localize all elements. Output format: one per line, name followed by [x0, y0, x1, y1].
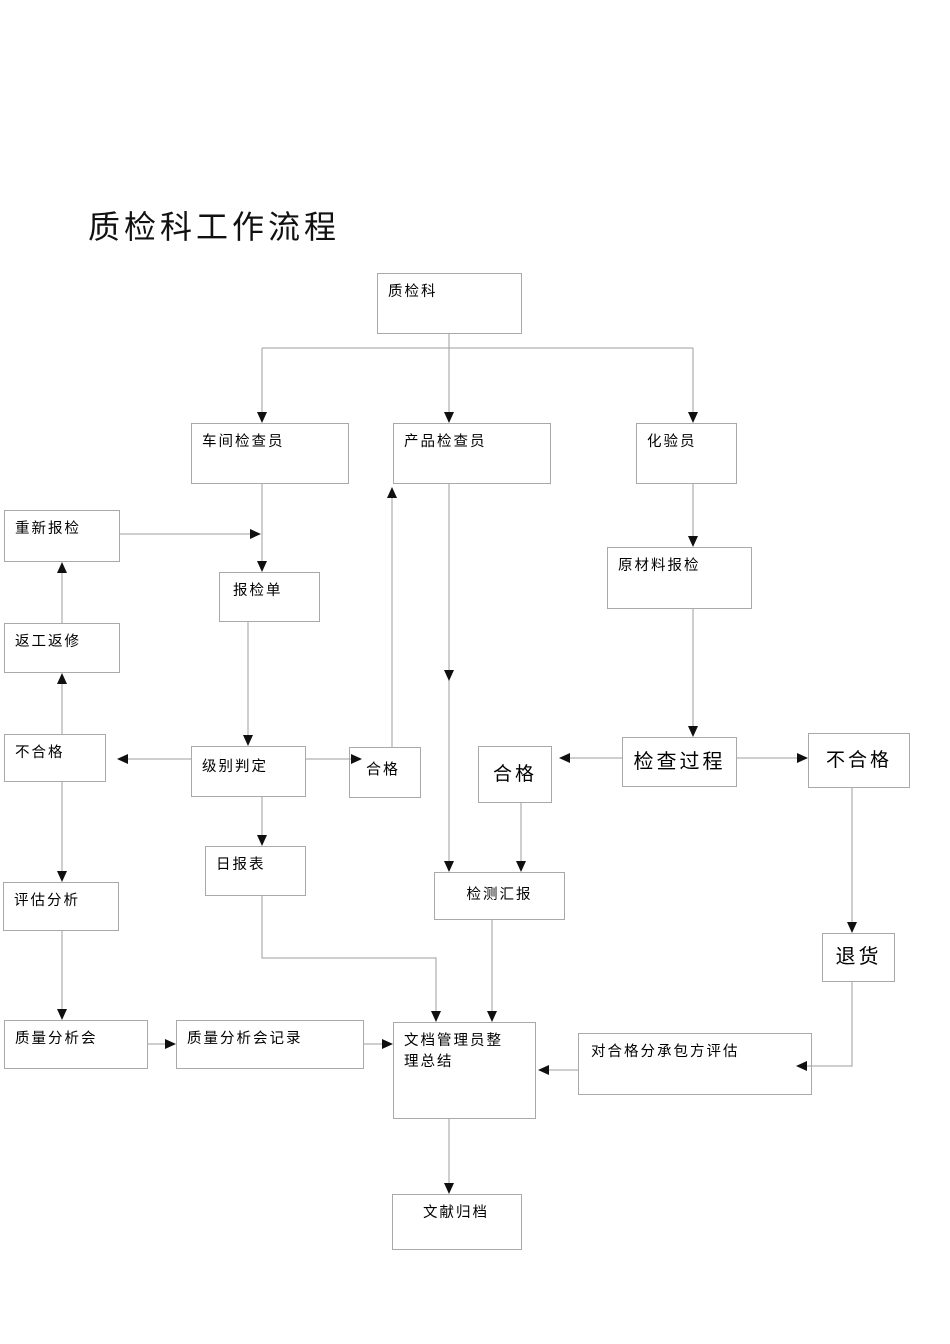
node-unqualified-left: 不合格 [4, 734, 106, 782]
node-raw-material-inspection: 原材料报检 [607, 547, 752, 609]
node-return-goods: 退货 [822, 933, 895, 982]
node-subcontractor-evaluation: 对合格分承包方评估 [578, 1033, 812, 1095]
node-re-inspection: 重新报检 [4, 510, 120, 562]
node-workshop-inspector: 车间检查员 [191, 423, 349, 484]
edge-quality-dept-to-workshop-inspector [257, 348, 267, 423]
edge-quality-dept-trunk [262, 334, 693, 349]
edge-raw-material-inspection-to-inspection-process [688, 609, 698, 737]
edge-inspection-process-to-unqualified-right [737, 753, 808, 763]
edge-lab-analyst-to-raw-material-inspection [688, 484, 698, 547]
page-title: 质检科工作流程 [88, 209, 341, 245]
node-grade-judgment: 级别判定 [191, 746, 306, 797]
node-quality-dept: 质检科 [377, 273, 522, 334]
edge-qualified-small-to-product-inspector [387, 487, 397, 747]
node-inspection-form: 报检单 [219, 572, 320, 622]
edge-rework-repair-to-re-inspection [57, 562, 67, 623]
edge-grade-judgment-to-daily-report [257, 797, 267, 846]
node-meeting-minutes: 质量分析会记录 [176, 1020, 364, 1069]
edge-grade-judgment-to-unqualified-left [117, 754, 191, 764]
node-evaluation-analysis: 评估分析 [3, 882, 119, 931]
edge-daily-report-to-document-admin-summary [261, 896, 441, 1022]
edge-quality-dept-to-product-inspector [444, 348, 454, 423]
node-test-report: 检测汇报 [434, 872, 565, 920]
edge-subcontractor-evaluation-to-document-admin-summary [538, 1065, 578, 1075]
node-product-inspector: 产品检查员 [393, 423, 551, 484]
node-unqualified-right: 不合格 [808, 733, 910, 788]
edge-product-inspector-to-test-report [444, 484, 454, 872]
edge-workshop-inspector-to-inspection-form [257, 484, 267, 572]
node-qualified-large: 合格 [478, 746, 552, 803]
edge-quality-dept-to-lab-analyst [688, 348, 698, 423]
edge-qualified-large-to-test-report [516, 803, 526, 872]
edge-unqualified-right-to-return-goods [847, 788, 857, 933]
edge-test-report-to-document-admin-summary [487, 920, 497, 1022]
node-rework-repair: 返工返修 [4, 623, 120, 673]
node-lab-analyst: 化验员 [636, 423, 737, 484]
node-qualified-small: 合格 [349, 747, 421, 798]
edge-inspection-form-to-grade-judgment [243, 622, 253, 746]
edge-inspection-process-to-qualified-large [559, 753, 622, 763]
node-document-admin-summary: 文档管理员整理总结 [393, 1022, 536, 1119]
edge-unqualified-left-to-rework-repair [57, 673, 67, 734]
edge-quality-analysis-meeting-to-meeting-minutes [148, 1039, 176, 1049]
node-inspection-process: 检查过程 [622, 737, 737, 787]
node-document-archive: 文献归档 [392, 1194, 522, 1250]
edge-evaluation-analysis-to-quality-analysis-meeting [57, 931, 67, 1020]
edge-unqualified-left-to-evaluation-analysis [57, 782, 67, 882]
node-quality-analysis-meeting: 质量分析会 [4, 1020, 148, 1069]
edge-meeting-minutes-to-document-admin-summary [364, 1039, 393, 1049]
edge-re-inspection-to-inspection-form [120, 529, 261, 539]
node-daily-report: 日报表 [205, 846, 306, 896]
edge-document-admin-summary-to-document-archive [444, 1119, 454, 1194]
